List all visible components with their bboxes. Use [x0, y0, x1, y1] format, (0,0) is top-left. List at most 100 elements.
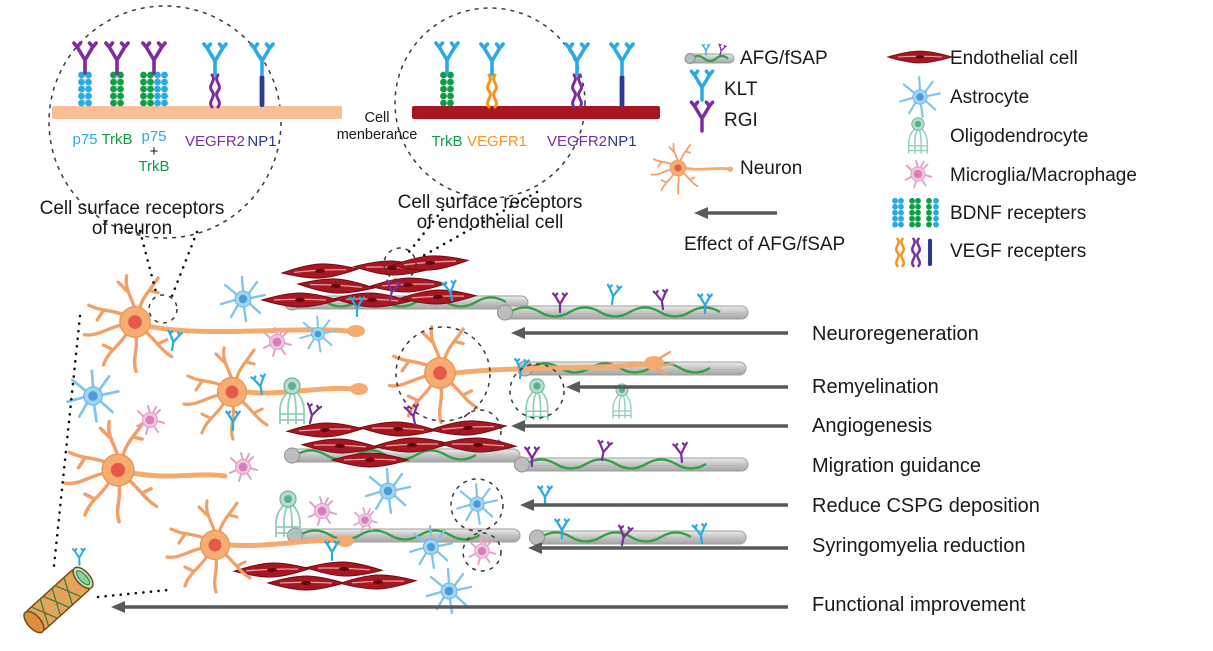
rgi-icon	[104, 41, 130, 75]
klt-icon	[202, 42, 228, 76]
label-np1-endo: NP1	[607, 133, 636, 150]
arrow-functional-improvement	[111, 601, 788, 613]
receptor-np1	[249, 42, 275, 107]
neuron-icon	[650, 142, 733, 195]
effect-arrow-icon	[694, 207, 777, 219]
label-p75: p75	[72, 131, 97, 148]
effect-remyelination: Remyelination	[812, 376, 939, 398]
highlight-circles	[148, 247, 565, 572]
klt-icon	[479, 42, 505, 76]
klt-icon	[434, 41, 460, 75]
endothelial-cell	[297, 276, 375, 296]
arrow-neuroregeneration	[511, 327, 788, 339]
neuron-growth-cone	[336, 535, 354, 547]
klt-fragment-icon	[537, 485, 553, 507]
oligodendrocyte	[612, 383, 632, 420]
receptor-p75	[72, 41, 98, 106]
neuron-axon	[243, 385, 355, 396]
afg-scaffold	[514, 456, 749, 473]
receptor-vegfr2	[202, 42, 228, 109]
inset-neuron-connector	[138, 229, 199, 298]
astrocyte	[66, 369, 120, 423]
legend-col2: Endothelial cell Astrocyte Oligodendrocy…	[887, 48, 1137, 268]
endothelial-cell-icon	[887, 50, 953, 64]
label-vegfr2: VEGFR2	[185, 133, 245, 150]
conduit-mesh	[31, 577, 82, 627]
rgi-icon	[141, 41, 167, 75]
dotted-guide-conduit	[96, 588, 170, 599]
label-trkb-endo: TrkB	[431, 133, 462, 150]
legend-neuron-label: Neuron	[740, 158, 802, 179]
neuron	[63, 419, 159, 524]
inset-endothelial-title-line1: Cell surface receptors	[398, 192, 583, 213]
afg-scaffold	[529, 529, 747, 546]
legend-klt-label: KLT	[724, 79, 758, 100]
effect-arrows	[111, 327, 788, 613]
oligodendrocyte	[279, 377, 305, 425]
effect-labels: Neuroregeneration Remyelination Angiogen…	[812, 323, 1040, 616]
conduit-cap	[23, 610, 45, 634]
bdnf-receptors-icon	[892, 197, 939, 228]
inset-endothelial-title-line2: of endothelial cell	[417, 212, 564, 233]
arrow-angiogenesis	[511, 420, 788, 432]
membrane-label-line1: Cell	[365, 110, 390, 126]
inset-neuron-title-line1: Cell surface receptors	[40, 198, 225, 219]
rgi-icon	[689, 100, 715, 133]
endothelial-cell	[305, 560, 383, 578]
legend-rgi-label: RGI	[724, 110, 758, 131]
legend-oligodendrocyte-label: Oligodendrocyte	[950, 126, 1088, 147]
microglia	[353, 507, 378, 533]
neuron-axon	[129, 470, 228, 479]
nerve-conduit	[23, 547, 94, 634]
membrane-bar-neuron	[52, 106, 342, 119]
rgi-fragment-icon	[302, 402, 323, 426]
highlight-neuroregeneration	[395, 326, 491, 422]
receptor-trkb-endo	[434, 41, 460, 106]
effect-migration-guidance: Migration guidance	[812, 455, 981, 477]
astrocyte	[299, 315, 337, 353]
vegf-receptors-icon	[894, 237, 933, 268]
effect-syringomyelia: Syringomyelia reduction	[812, 535, 1025, 557]
astrocyte	[219, 275, 267, 323]
legend-afg-label: AFG/fSAP	[740, 48, 828, 69]
receptor-np1-endo	[609, 42, 635, 107]
effect-reduce-cspg: Reduce CSPG deposition	[812, 495, 1040, 517]
label-vegfr2-endo: VEGFR2	[547, 133, 607, 150]
microglia	[136, 405, 165, 435]
arrow-syringomyelia	[528, 542, 788, 554]
legend-vegf-label: VEGF recepters	[950, 241, 1086, 262]
rgi-icon	[72, 41, 98, 75]
highlight-endothelial-zoom-source	[383, 247, 417, 281]
klt-icon	[609, 42, 635, 76]
legend-bdnf-label: BDNF recepters	[950, 203, 1086, 224]
receptor-p75-trkb	[140, 41, 168, 106]
endothelial-cell	[286, 421, 364, 439]
inset-neuron: p75 TrkB p75 + TrkB VEGFR2 NP1 Cell surf…	[40, 5, 342, 298]
inset-neuron-title-line2: of neuron	[92, 218, 172, 239]
legend-microglia-label: Microglia/Macrophage	[950, 165, 1137, 186]
growth-cone-filopodia	[656, 350, 675, 376]
klt-icon	[564, 42, 590, 76]
receptor-vegfr1	[479, 42, 505, 109]
highlight-cspg	[450, 478, 504, 532]
endothelial-cell	[267, 575, 345, 591]
endothelial-cell	[281, 261, 359, 281]
afg-scaffold	[497, 304, 749, 321]
inset-neuron-circle	[48, 5, 282, 239]
astrocyte	[456, 483, 498, 525]
highlight-remyelination	[509, 363, 565, 419]
membrane-label-line2: menberance	[337, 127, 418, 143]
oligodendrocyte-icon	[907, 117, 929, 155]
legend-endothelial-label: Endothelial cell	[950, 48, 1078, 69]
inset-endothelial-connector	[407, 190, 539, 259]
effect-neuroregeneration: Neuroregeneration	[812, 323, 979, 345]
neuron-growth-cone	[644, 356, 664, 370]
highlight-syringomyelia	[462, 532, 502, 572]
legend-astrocyte-label: Astrocyte	[950, 87, 1029, 108]
legend-effect-label: Effect of AFG/fSAP	[684, 234, 845, 255]
klt-fragment-icon	[604, 283, 623, 307]
afg-fsap-icon	[684, 43, 735, 64]
neuron-axon	[145, 323, 351, 335]
